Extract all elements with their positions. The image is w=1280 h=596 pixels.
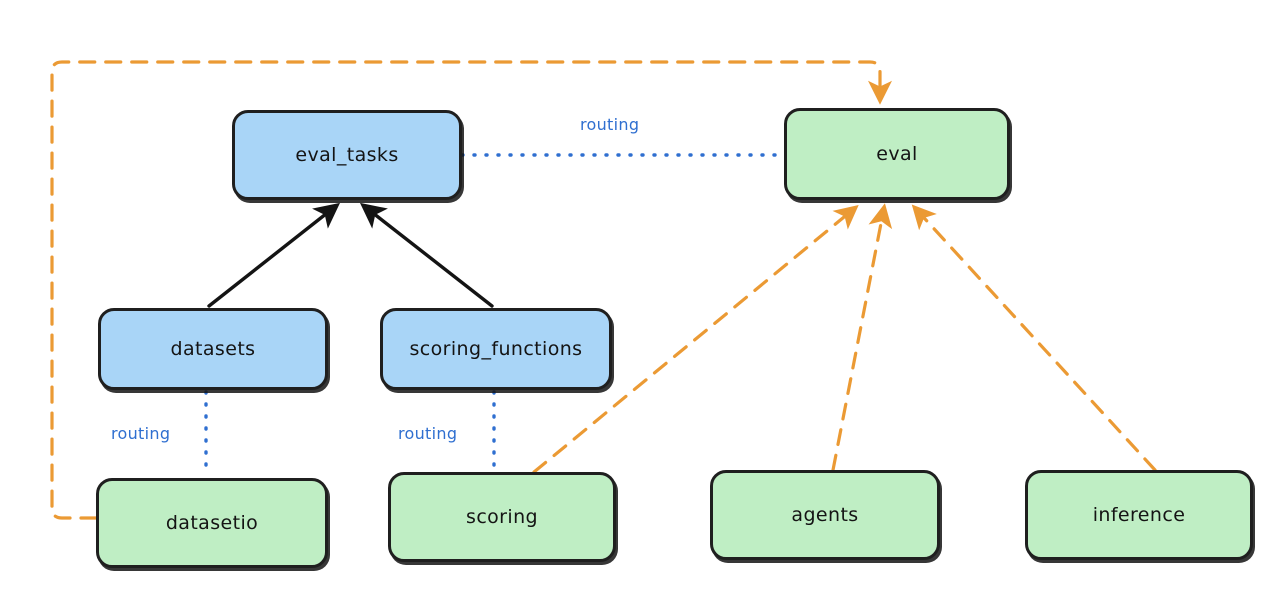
node-label-scoring: scoring — [466, 505, 538, 528]
edge-scoring-eval — [532, 204, 859, 474]
node-label-scoring-functions: scoring_functions — [409, 337, 583, 360]
node-label-eval-tasks: eval_tasks — [295, 143, 399, 166]
node-eval-tasks[interactable]: eval_tasks — [232, 110, 462, 200]
edge-label-routing-scoring-functions-scoring: routing — [398, 424, 458, 443]
edge-inference-eval — [911, 204, 1157, 472]
node-eval[interactable]: eval — [784, 108, 1010, 200]
node-datasetio[interactable]: datasetio — [96, 478, 328, 568]
node-label-eval: eval — [876, 142, 918, 165]
edge-datasetio-eval — [50, 60, 892, 520]
edge-agents-eval — [831, 203, 893, 472]
edge-label-routing-datasets-datasetio: routing — [111, 424, 171, 443]
node-agents[interactable]: agents — [710, 470, 940, 560]
node-datasets[interactable]: datasets — [98, 308, 328, 390]
node-label-datasets: datasets — [170, 337, 256, 360]
node-label-inference: inference — [1092, 503, 1186, 526]
node-inference[interactable]: inference — [1025, 470, 1253, 560]
edge-datasets-eval_tasks — [207, 202, 341, 308]
node-label-agents: agents — [791, 503, 859, 526]
node-scoring-functions[interactable]: scoring_functions — [380, 308, 612, 390]
node-scoring[interactable]: scoring — [388, 472, 616, 562]
node-label-datasetio: datasetio — [165, 511, 259, 534]
edge-scoring_functions-eval_tasks — [359, 202, 494, 308]
edge-label-routing-eval-tasks-eval: routing — [580, 115, 640, 134]
